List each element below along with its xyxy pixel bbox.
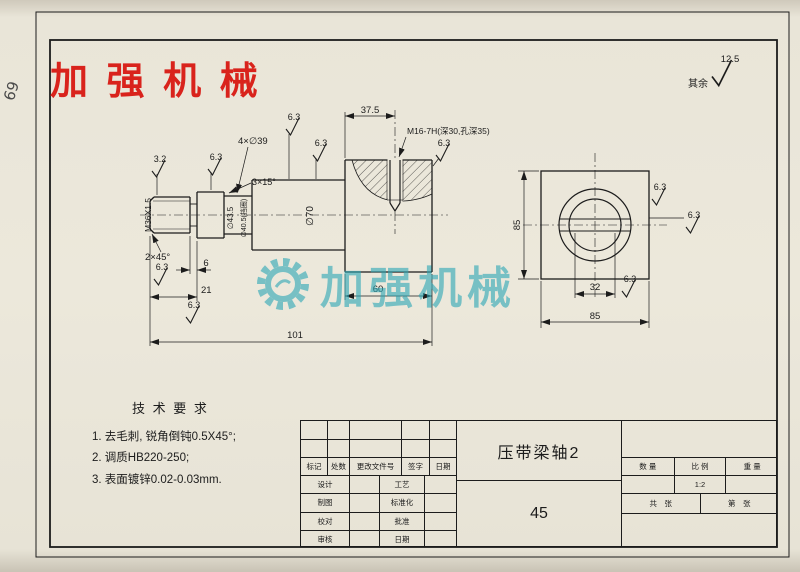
finish-value: 6.3 [438, 138, 451, 148]
signature-cell [349, 529, 379, 546]
others-finish-label: 其余 [688, 77, 708, 90]
tapped-hole-section [351, 159, 433, 213]
company-logo: 加 强 机 械 [50, 61, 262, 103]
dimension-labels: 37.5 M16-7H(深30,孔深35) 4×∅39 3×15° M36X1.… [143, 105, 600, 341]
signature-cell [349, 511, 379, 530]
tech-requirement-item: 1. 去毛刺, 锐角倒钝0.5X45°; [92, 431, 236, 444]
revision-header-count: 处数 [327, 457, 349, 475]
dim-label: 4×∅39 [238, 136, 268, 147]
dim-label: 85 [590, 311, 601, 322]
dim-label: 101 [287, 330, 303, 341]
title-block: 标记 处数 更改文件号 签字 日期 设计 工艺 制图 标准化 校对 批准 审核 [300, 420, 777, 547]
dim-label: 37.5 [361, 105, 380, 116]
role-label-approve: 批准 [379, 511, 424, 530]
others-finish-value: 12.5 [721, 54, 740, 65]
material-grade: 45 [530, 505, 548, 522]
dim-label: M36X1.5 [143, 198, 153, 232]
finish-value: 3.2 [154, 154, 167, 164]
revision-cell [401, 421, 429, 439]
finish-value: 6.3 [288, 112, 301, 122]
revision-cell [429, 439, 456, 457]
signature-cell [424, 475, 456, 494]
dim-label: 21 [201, 285, 212, 296]
dim-label: ∅43.5 [226, 206, 235, 229]
qty-value [622, 475, 674, 493]
dim-label: 3×15° [252, 177, 276, 187]
sheet-border [35, 11, 790, 558]
revision-header-mark: 标记 [301, 457, 327, 475]
dim-label: 85 [512, 220, 523, 231]
signature-cell [424, 493, 456, 512]
shaft-end-view [540, 170, 650, 280]
dim-label: 2×45° [145, 252, 170, 263]
technical-requirements-title: 技 术 要 求 [132, 401, 209, 416]
shaft-side-view [149, 159, 433, 273]
tech-requirement-item: 2. 调质HB220-250; [92, 452, 190, 465]
company-cell [622, 421, 776, 457]
revision-header-sign: 签字 [401, 457, 429, 475]
qty-header: 数 量 [622, 457, 674, 475]
centerlines [140, 110, 667, 297]
role-label-draft: 制图 [301, 493, 349, 511]
tech-requirement-item: 3. 表面镀锌0.02-0.03mm. [92, 473, 222, 486]
role-label-process: 工艺 [379, 475, 424, 494]
surface-finish-marks: 6.3 6.3 6.3 3.2 6.3 6.3 6.3 6.3 6.3 6.3 … [151, 54, 740, 324]
technical-requirements: 技 术 要 求 1. 去毛刺, 锐角倒钝0.5X45°; 2. 调质HB220-… [92, 397, 312, 491]
part-name: 压带梁轴2 [457, 421, 621, 481]
role-label-date: 日期 [379, 529, 424, 546]
sheets-total: 共 张 [622, 493, 700, 513]
title-block-revision-grid: 标记 处数 更改文件号 签字 日期 设计 工艺 制图 标准化 校对 批准 审核 [301, 421, 456, 546]
finish-value: 6.3 [624, 274, 637, 284]
role-label-standardization: 标准化 [379, 493, 424, 512]
dim-label: M16-7H(深30,孔深35) [407, 126, 490, 136]
dim-label: ∅40.5(挡圈) [239, 199, 248, 237]
revision-cell [327, 439, 349, 457]
finish-value: 6.3 [315, 138, 328, 148]
finish-value: 6.3 [688, 210, 701, 220]
role-label-design: 设计 [301, 475, 349, 493]
empty-cell [622, 513, 776, 546]
signature-cell [349, 493, 379, 512]
role-label-audit: 审核 [301, 529, 349, 546]
revision-cell [301, 439, 327, 457]
finish-value: 6.3 [210, 152, 223, 162]
revision-cell [327, 421, 349, 439]
revision-cell [349, 421, 401, 439]
finish-value: 6.3 [654, 182, 667, 192]
revision-cell [349, 439, 401, 457]
weight-value [725, 475, 776, 493]
dim-label: 32 [590, 282, 601, 293]
revision-cell [401, 439, 429, 457]
dim-label: 6 [203, 258, 208, 269]
role-label-check: 校对 [301, 511, 349, 530]
revision-header-date: 日期 [429, 457, 456, 475]
signature-cell [424, 529, 456, 546]
scale-value: 1:2 [673, 475, 726, 493]
signature-cell [424, 511, 456, 530]
revision-header-docno: 更改文件号 [349, 457, 401, 475]
title-block-info-grid: 数 量 比 例 重 量 1:2 共 张 第 张 [621, 421, 776, 546]
sheet-number: 第 张 [699, 493, 776, 513]
revision-cell [429, 421, 456, 439]
scale-header: 比 例 [673, 457, 726, 475]
finish-value: 6.3 [188, 300, 201, 310]
dim-label: ∅70 [305, 206, 316, 226]
dimension-lines [149, 112, 684, 346]
dim-label: 60 [373, 284, 384, 295]
weight-header: 重 量 [725, 457, 776, 475]
signature-cell [349, 475, 379, 494]
revision-cell [301, 421, 327, 439]
finish-value: 6.3 [156, 262, 169, 272]
title-block-name-area: 压带梁轴2 45 [456, 421, 621, 546]
